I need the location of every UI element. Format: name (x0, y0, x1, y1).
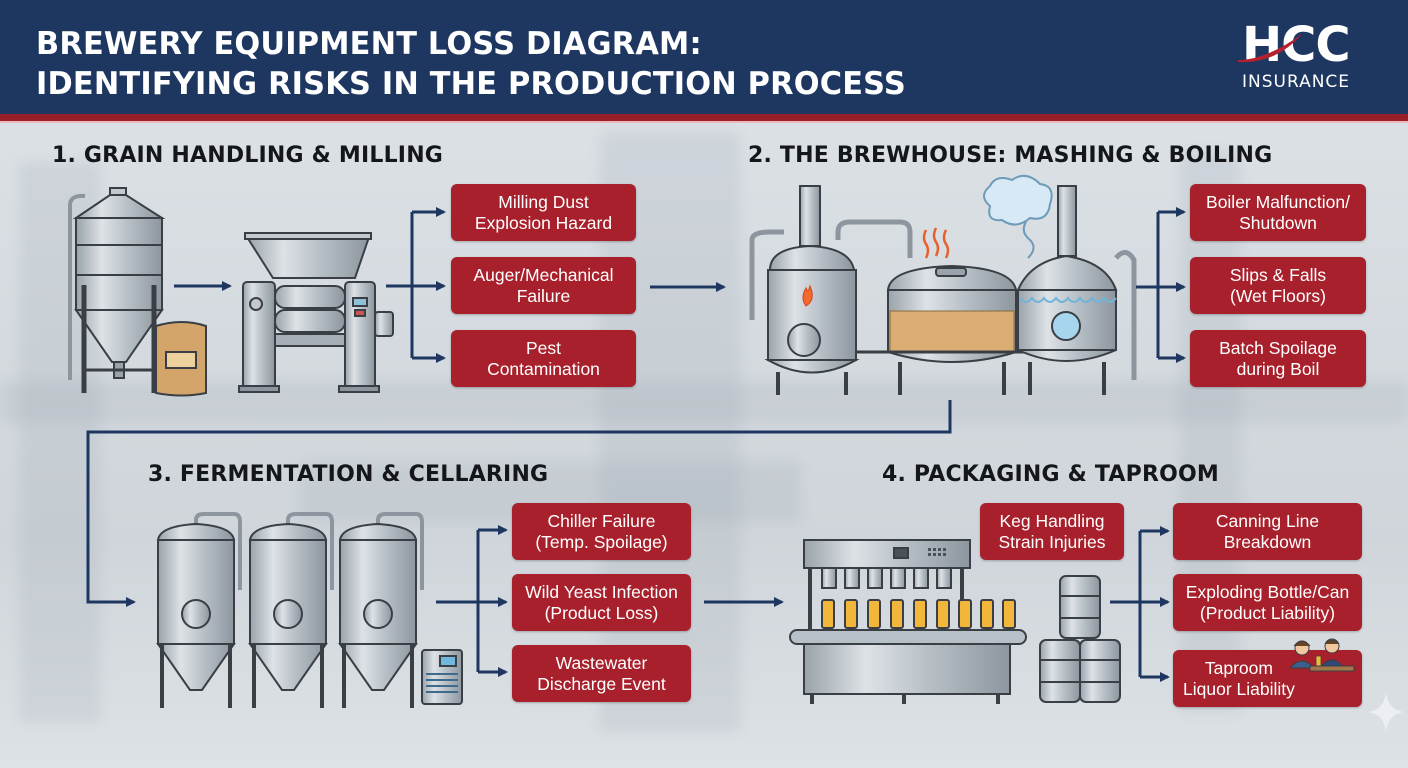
risk-auger-failure: Auger/Mechanical Failure (451, 257, 636, 314)
risk-keg-handling: Keg Handling Strain Injuries (980, 503, 1124, 560)
logo-mark: HCC (1242, 17, 1351, 73)
title-line-1: BREWERY EQUIPMENT LOSS DIAGRAM: (36, 26, 702, 62)
risk-milling-dust: Milling Dust Explosion Hazard (451, 184, 636, 241)
risk-canning-line: Canning Line Breakdown (1173, 503, 1362, 560)
grain-sack-icon (155, 321, 207, 397)
keg-stack-icon (1039, 575, 1121, 703)
bartenders-icon (1288, 638, 1355, 672)
risk-batch-spoilage: Batch Spoilage during Boil (1190, 330, 1366, 387)
steam-cloud-icon (983, 174, 1053, 259)
fermenter-tanks-icon (156, 512, 424, 708)
section-title-brewhouse: 2. THE BREWHOUSE: MASHING & BOILING (748, 143, 1273, 168)
risk-pest-contamination: Pest Contamination (451, 330, 636, 387)
risk-boiler-malfunction: Boiler Malfunction/ Shutdown (1190, 184, 1366, 241)
risk-branch-arrows-3 (436, 525, 508, 677)
section-title-packaging: 4. PACKAGING & TAPROOM (882, 462, 1219, 487)
hcc-insurance-logo: HCC INSURANCE (1236, 14, 1376, 94)
header-stripe (0, 114, 1408, 123)
risk-slips-falls: Slips & Falls (Wet Floors) (1190, 257, 1366, 314)
risk-chiller-failure: Chiller Failure (Temp. Spoilage) (512, 503, 691, 560)
risk-branch-arrows-4 (1110, 526, 1170, 682)
brew-kettle-icon (1016, 185, 1137, 395)
canning-line-icon (789, 539, 1027, 704)
risk-wastewater-discharge: Wastewater Discharge Event (512, 645, 691, 702)
risk-taproom-liquor: Taproom Liquor Liability (1173, 650, 1362, 707)
risk-exploding-bottle: Exploding Bottle/Can (Product Liability) (1173, 574, 1362, 631)
roller-mill-icon (238, 232, 394, 393)
risk-wild-yeast: Wild Yeast Infection (Product Loss) (512, 574, 691, 631)
arrow-section2-to-section3 (86, 400, 952, 607)
logo-subtitle: INSURANCE (1242, 72, 1351, 92)
section-title-fermentation: 3. FERMENTATION & CELLARING (148, 462, 549, 487)
fermenter-tank-1 (156, 512, 242, 708)
fermenter-tank-3 (338, 512, 424, 708)
sparkle-icon (1368, 692, 1404, 732)
risk-branch-arrows-2 (1136, 207, 1186, 363)
logo-swoosh-icon (1238, 34, 1302, 63)
title-line-2: IDENTIFYING RISKS IN THE PRODUCTION PROC… (36, 66, 906, 102)
risk-branch-arrows-1 (386, 207, 446, 363)
mash-tun-icon (835, 219, 1080, 395)
fermenter-tank-2 (248, 512, 334, 708)
hot-liquor-tank-icon (749, 185, 860, 395)
glycol-chiller-icon (421, 649, 463, 705)
grain-silo-icon (68, 187, 166, 393)
header-banner: BREWERY EQUIPMENT LOSS DIAGRAM: IDENTIFY… (0, 0, 1408, 114)
section-title-grain: 1. GRAIN HANDLING & MILLING (52, 143, 444, 168)
page-title: BREWERY EQUIPMENT LOSS DIAGRAM: IDENTIFY… (36, 24, 906, 104)
